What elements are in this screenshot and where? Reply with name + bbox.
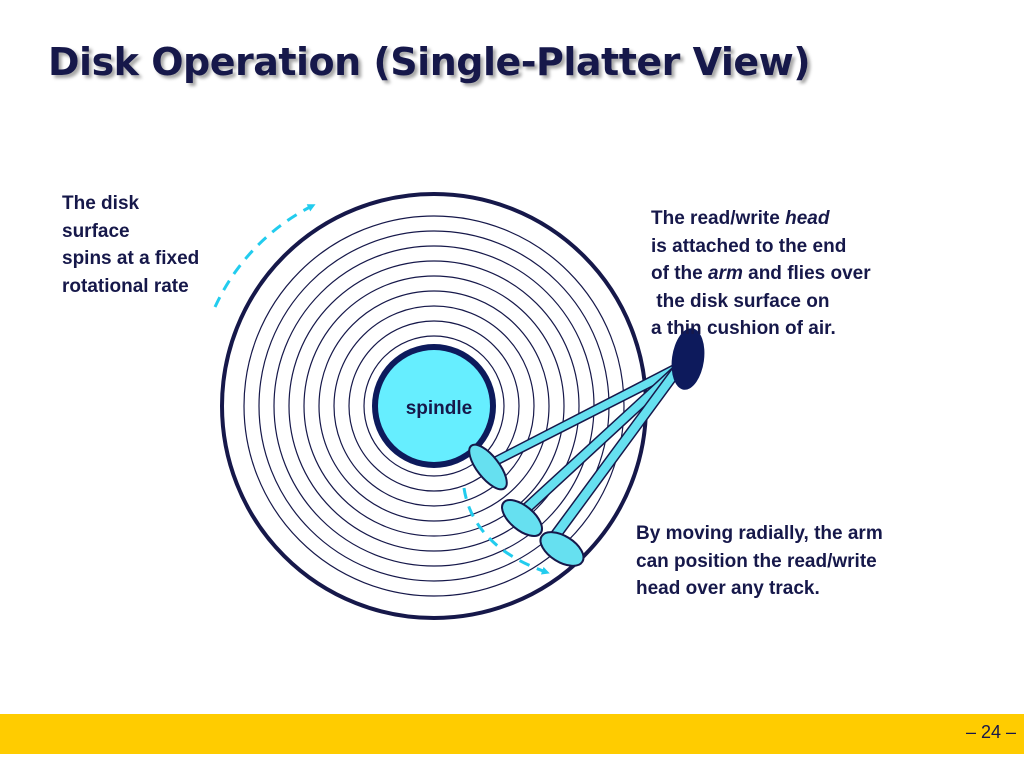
annotation-text: of the	[651, 263, 708, 284]
annotation-line: The read/write head	[651, 205, 871, 233]
annotation-text: The read/write	[651, 208, 786, 229]
annotation-emphasis-head: head	[785, 208, 830, 229]
tracks	[243, 215, 625, 597]
annotation-line: a thin cushion of air.	[651, 318, 836, 339]
annotation-line: surface	[62, 220, 130, 242]
head-middle	[501, 499, 543, 537]
slide-title: Disk Operation (Single-Platter View)	[48, 40, 811, 84]
read-write-heads	[468, 443, 585, 567]
annotation-line: rotational rate	[62, 275, 189, 297]
annotation-line: of the arm and flies over	[651, 260, 871, 288]
head-outer	[539, 531, 585, 567]
annotation-line: can position the read/write	[636, 550, 877, 572]
footer-bar: – 24 –	[0, 714, 1024, 754]
head-inner	[468, 443, 508, 491]
move-annotation: By moving radially, the arm can position…	[636, 520, 883, 603]
spin-annotation: The disk surface spins at a fixed rotati…	[62, 190, 199, 300]
annotation-line: By moving radially, the arm	[636, 523, 883, 544]
annotation-text: and flies over	[742, 263, 871, 284]
track	[318, 290, 550, 522]
track	[243, 215, 625, 597]
annotation-line: head over any track.	[636, 578, 820, 599]
track	[303, 275, 565, 537]
radial-movement-arrow	[462, 487, 550, 575]
annotation-line: spins at a fixed	[62, 248, 200, 269]
page-number: – 24 –	[965, 722, 1016, 742]
annotation-line: the disk surface on	[651, 290, 830, 312]
track	[333, 305, 535, 507]
track	[363, 335, 505, 477]
annotation-line: is attached to the end	[651, 235, 847, 257]
track	[348, 320, 520, 492]
actuator-pivot	[671, 328, 705, 390]
head-annotation: The read/write head is attached to the e…	[651, 205, 871, 343]
annotation-line: The disk	[62, 193, 140, 214]
annotation-emphasis-arm: arm	[708, 263, 743, 284]
track	[288, 260, 580, 552]
spindle-label: spindle	[406, 398, 473, 419]
spindle: spindle	[372, 344, 496, 468]
spindle-face	[378, 350, 490, 462]
